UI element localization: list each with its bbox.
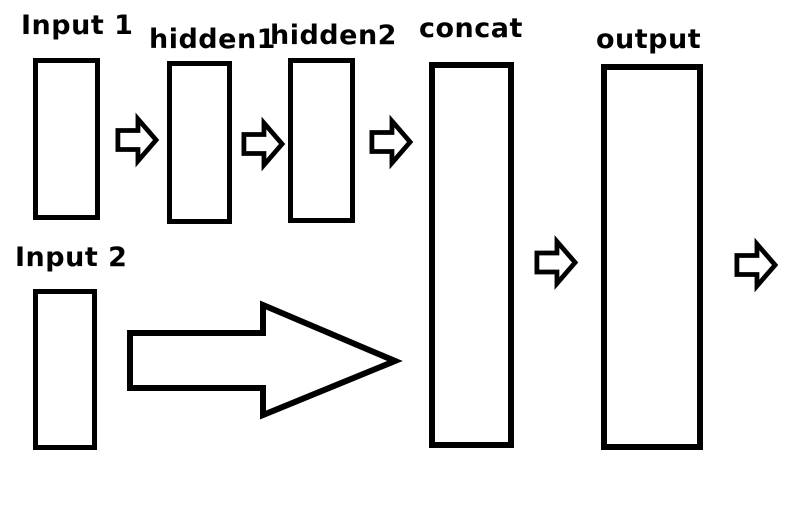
- node-concat-label: concat: [419, 13, 523, 44]
- node-hidden2-box: [288, 58, 355, 223]
- arrow-input2-to-concat-icon: [127, 300, 403, 420]
- arrow-hidden1-to-hidden2-icon: [241, 116, 286, 172]
- arrow-input1-to-hidden1-icon: [115, 112, 160, 168]
- arrow-output-to-right-icon: [734, 237, 779, 293]
- node-hidden1-box: [167, 61, 232, 224]
- node-input2-label: Input 2: [15, 242, 128, 273]
- node-concat-box: [429, 62, 514, 448]
- arrow-hidden2-to-concat-icon: [369, 114, 414, 170]
- node-hidden1-label: hidden1: [149, 24, 276, 55]
- node-hidden2-label: hidden2: [270, 20, 397, 51]
- node-input1-label: Input 1: [21, 10, 134, 41]
- node-input1-box: [33, 58, 100, 220]
- node-output-box: [601, 64, 703, 450]
- node-input2-box: [33, 289, 97, 450]
- node-output-label: output: [596, 24, 702, 55]
- arrow-concat-to-output-icon: [534, 235, 579, 290]
